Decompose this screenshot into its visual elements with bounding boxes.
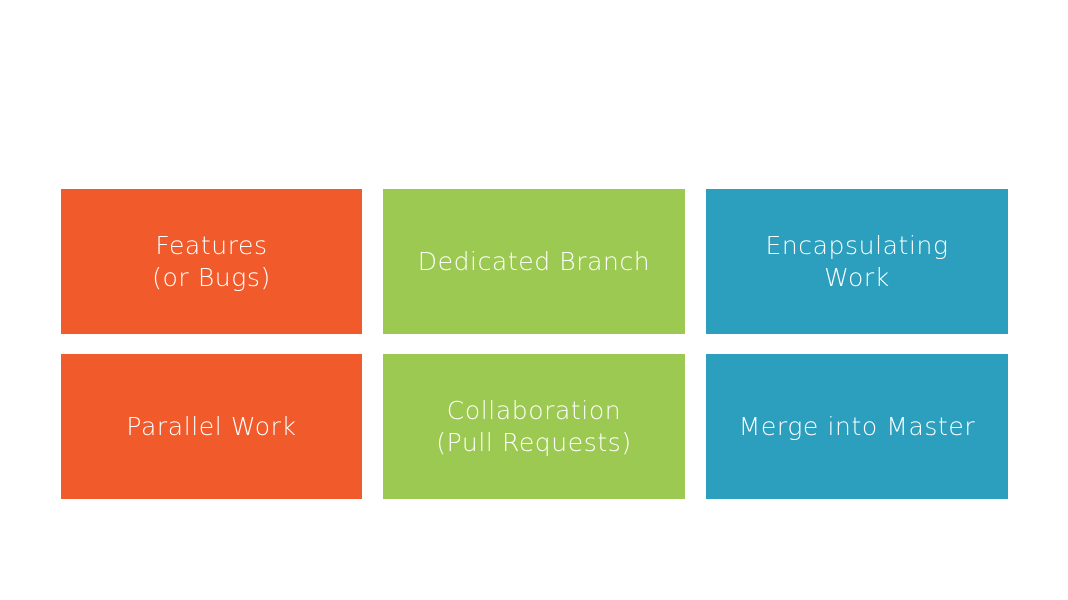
tile-encapsulating-work: Encapsulating Work [706, 189, 1008, 334]
tile-parallel-work-label: Parallel Work [126, 411, 297, 441]
tile-collaboration-label: Collaboration (Pull Requests) [436, 395, 632, 457]
tile-collaboration: Collaboration (Pull Requests) [383, 354, 685, 499]
tile-encapsulating-work-label: Encapsulating Work [765, 230, 949, 292]
tile-features-label: Features (or Bugs) [152, 230, 271, 292]
tile-features: Features (or Bugs) [61, 189, 362, 334]
tile-dedicated-branch-label: Dedicated Branch [417, 246, 651, 276]
tile-parallel-work: Parallel Work [61, 354, 362, 499]
tile-merge-into-master-label: Merge into Master [738, 411, 976, 441]
concept-tile-grid: Features (or Bugs) Dedicated Branch Enca… [61, 189, 1008, 499]
tile-merge-into-master: Merge into Master [706, 354, 1008, 499]
tile-dedicated-branch: Dedicated Branch [383, 189, 685, 334]
